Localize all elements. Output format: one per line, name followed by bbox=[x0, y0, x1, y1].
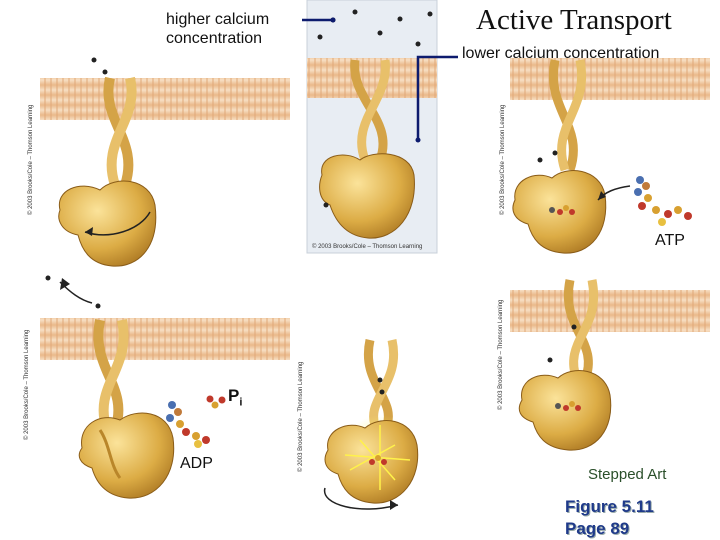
credit-middle-right: © 2003 Brooks/Cole – Thomson Learning bbox=[498, 299, 504, 410]
page-title: Active Transport bbox=[476, 4, 672, 36]
step-panel-top-left bbox=[40, 57, 290, 267]
step-panel-bottom-center bbox=[324, 339, 420, 510]
lower-calcium-label: lower calcium concentration bbox=[462, 45, 660, 62]
adp-label: ADP bbox=[180, 455, 213, 472]
credit-bottom-center: © 2003 Brooks/Cole – Thomson Learning bbox=[298, 361, 304, 472]
leader-line-lower bbox=[415, 55, 458, 143]
credit-top-left: © 2003 Brooks/Cole – Thomson Learning bbox=[28, 104, 34, 215]
pi-label-main: P bbox=[228, 386, 240, 405]
pi-label: Pi bbox=[228, 386, 242, 408]
phosphate-on-protein bbox=[549, 205, 575, 215]
step-panel-middle-right bbox=[510, 279, 710, 451]
figure-reference: Figure 5.11 Page 89 bbox=[565, 496, 654, 540]
credit-top-right: © 2003 Brooks/Cole – Thomson Learning bbox=[500, 104, 506, 215]
credit-center: © 2003 Brooks/Cole – Thomson Learning bbox=[312, 244, 423, 250]
pi-label-sub: i bbox=[239, 396, 243, 409]
step-panel-center bbox=[306, 0, 438, 254]
page-number: Page 89 bbox=[565, 519, 630, 538]
atp-label: ATP bbox=[655, 232, 685, 249]
phosphate-middle-right bbox=[555, 401, 581, 411]
step-panel-top-right bbox=[510, 58, 710, 254]
figure-number: Figure 5.11 bbox=[565, 497, 654, 516]
adp-molecule bbox=[166, 401, 210, 448]
stepped-art-label: Stepped Art bbox=[588, 466, 667, 483]
step-panel-bottom-left bbox=[40, 275, 290, 499]
credit-bottom-left: © 2003 Brooks/Cole – Thomson Learning bbox=[24, 329, 30, 440]
higher-calcium-label: higher calcium concentration bbox=[166, 11, 270, 47]
atp-molecule bbox=[634, 176, 692, 226]
phosphate-bottom-center bbox=[369, 455, 387, 465]
leader-line-higher bbox=[302, 17, 336, 23]
phosphate-released bbox=[206, 395, 226, 409]
